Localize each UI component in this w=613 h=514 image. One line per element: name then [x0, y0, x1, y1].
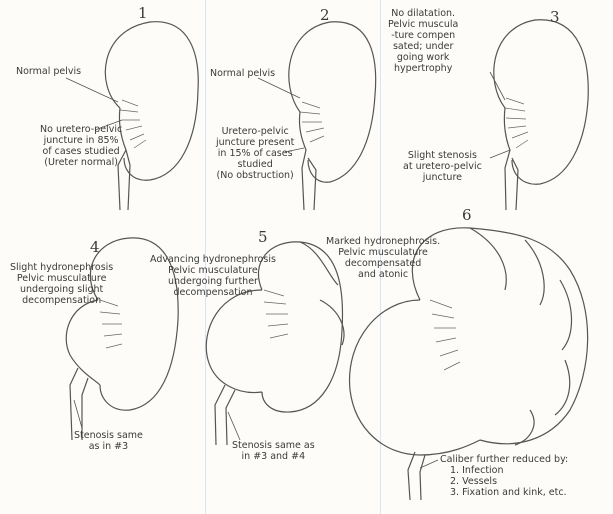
panel-6-label: Marked hydronephrosis. Pelvic musculatur…: [326, 236, 440, 280]
label-line: 3. Fixation and kink, etc.: [440, 487, 568, 498]
panel-6-label: Caliber further reduced by: 1. Infection…: [440, 454, 568, 498]
label-line: at uretero-pelvic: [403, 161, 482, 172]
label-line: undergoing slight: [10, 284, 113, 295]
label-line: Normal pelvis: [210, 68, 275, 79]
label-line: Stenosis same: [74, 430, 143, 441]
label-line: in #3 and #4: [232, 451, 315, 462]
label-line: Normal pelvis: [16, 66, 81, 77]
panel-1-label: No uretero-pelvic juncture in 85% of cas…: [40, 124, 122, 168]
leader-line: [228, 412, 240, 440]
label-line: Pelvic muscula: [388, 19, 458, 30]
label-line: undergoing further: [150, 276, 276, 287]
label-line: and atonic: [326, 269, 440, 280]
label-line: Marked hydronephrosis.: [326, 236, 440, 247]
label-line: as in #3: [74, 441, 143, 452]
label-line: juncture: [403, 172, 482, 183]
panel-number: 1: [138, 4, 148, 22]
label-line: Caliber further reduced by:: [440, 454, 568, 465]
kidney-2: [289, 22, 376, 210]
label-line: Pelvic musculature: [10, 273, 113, 284]
panel-4-label: Stenosis same as in #3: [74, 430, 143, 452]
label-line: Uretero-pelvic: [216, 126, 294, 137]
label-line: juncture present: [216, 137, 294, 148]
panel-5-label: Stenosis same as in #3 and #4: [232, 440, 315, 462]
label-line: hypertrophy: [388, 63, 458, 74]
kidney-1: [105, 22, 198, 210]
label-line: decompensation: [150, 287, 276, 298]
label-line: Slight hydronephrosis: [10, 262, 113, 273]
label-line: Pelvic musculature: [150, 265, 276, 276]
label-line: No dilatation.: [388, 8, 458, 19]
kidney-3: [494, 20, 588, 210]
panel-number: 5: [258, 228, 268, 246]
leader-line: [490, 150, 510, 158]
label-line: -ture compen: [388, 30, 458, 41]
label-line: sated; under: [388, 41, 458, 52]
label-line: of cases studied: [40, 146, 122, 157]
panel-number: 4: [90, 238, 100, 256]
label-line: 2. Vessels: [440, 476, 568, 487]
label-line: decompensation: [10, 295, 113, 306]
panel-number: 3: [550, 8, 560, 26]
panel-number: 2: [320, 6, 330, 24]
label-line: (No obstruction): [216, 170, 294, 181]
label-line: No uretero-pelvic: [40, 124, 122, 135]
label-line: Stenosis same as: [232, 440, 315, 451]
leader-line: [258, 78, 300, 98]
label-line: Slight stenosis: [403, 150, 482, 161]
panel-3-label: No dilatation. Pelvic muscula -ture comp…: [388, 8, 458, 74]
leader-line: [74, 400, 82, 428]
label-line: in 15% of cases: [216, 148, 294, 159]
label-line: 1. Infection: [440, 465, 568, 476]
label-line: studied: [216, 159, 294, 170]
label-line: going work: [388, 52, 458, 63]
label-line: (Ureter normal): [40, 157, 122, 168]
panel-number: 6: [462, 206, 472, 224]
panel-5-label: Advancing hydronephrosis Pelvic musculat…: [150, 254, 276, 298]
label-line: Advancing hydronephrosis: [150, 254, 276, 265]
panel-4-label: Slight hydronephrosis Pelvic musculature…: [10, 262, 113, 306]
panel-2-label: Normal pelvis: [210, 68, 275, 79]
label-line: juncture in 85%: [40, 135, 122, 146]
panel-1-label: Normal pelvis: [16, 66, 81, 77]
panel-3-label: Slight stenosis at uretero-pelvic junctu…: [403, 150, 482, 183]
panel-2-label: Uretero-pelvic juncture present in 15% o…: [216, 126, 294, 181]
label-line: Pelvic musculature: [326, 247, 440, 258]
leader-line: [66, 78, 118, 102]
label-line: decompensated: [326, 258, 440, 269]
